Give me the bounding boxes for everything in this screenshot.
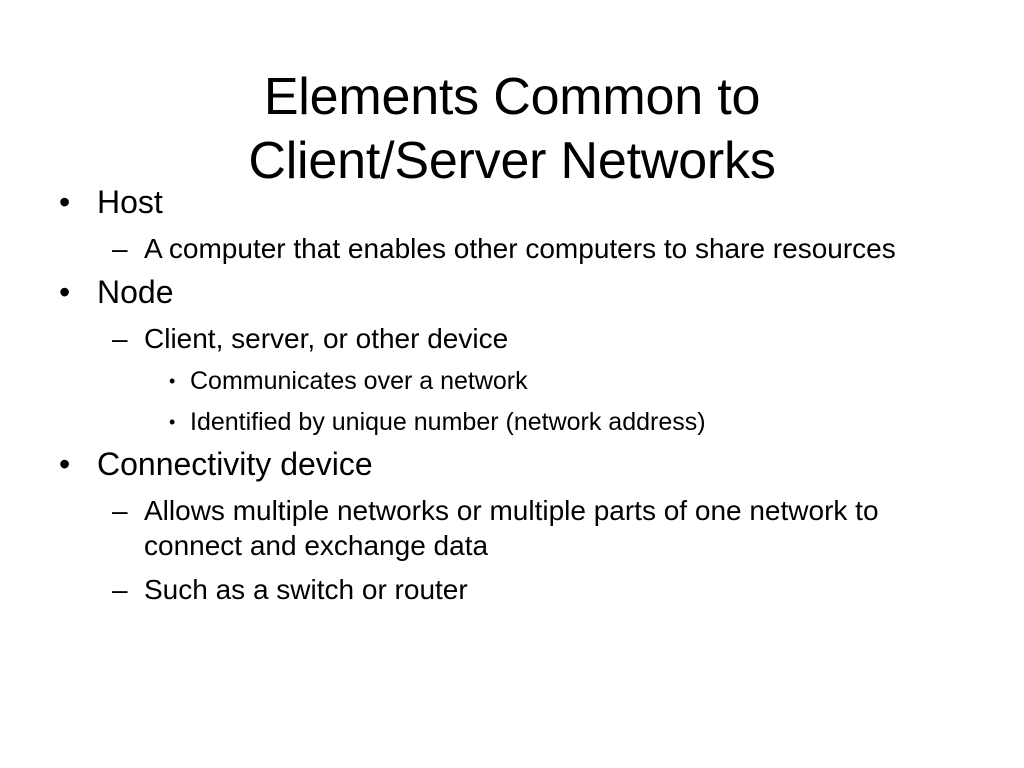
bullet-marker-dash-icon: – [112,323,128,354]
bullet-marker-dash-icon: – [112,574,128,605]
bullet-marker-disc-icon: • [59,446,71,482]
slide-title-line-1: Elements Common to [263,67,761,126]
bullet-marker-small-disc-icon: • [169,371,176,391]
bullet-text: Connectivity device [97,446,373,482]
bullet-text: Identified by unique number (network add… [190,408,706,436]
bullet-marker-dash-icon: – [112,495,128,526]
slide-title-line-2: Client/Server Networks [248,131,776,190]
bullet-item-level3: • Communicates over a network [56,365,956,397]
bullet-item-level3: • Identified by unique number (network a… [56,406,956,438]
bullet-text: Communicates over a network [190,367,528,395]
bullet-marker-disc-icon: • [59,274,71,310]
bullet-item-level2: – Client, server, or other device [56,321,956,356]
slide-title: Elements Common to Client/Server Network… [0,65,1024,193]
bullet-text: A computer that enables other computers … [144,233,896,264]
slide-body-bullet-list: • Host – A computer that enables other c… [56,183,956,607]
bullet-item-level1: • Node [56,273,956,312]
bullet-item-level2: – Such as a switch or router [56,572,956,607]
bullet-text: Client, server, or other device [144,323,509,354]
bullet-text: Allows multiple networks or multiple par… [144,495,879,561]
bullet-marker-disc-icon: • [59,184,71,220]
bullet-item-level1: • Host [56,183,956,222]
bullet-text: Such as a switch or router [144,574,468,605]
bullet-item-level2: – A computer that enables other computer… [56,231,956,266]
bullet-text: Node [97,274,174,310]
bullet-item-level2: – Allows multiple networks or multiple p… [56,493,956,563]
bullet-marker-small-disc-icon: • [169,412,176,432]
bullet-marker-dash-icon: – [112,233,128,264]
bullet-item-level1: • Connectivity device [56,445,956,484]
bullet-text: Host [97,184,163,220]
